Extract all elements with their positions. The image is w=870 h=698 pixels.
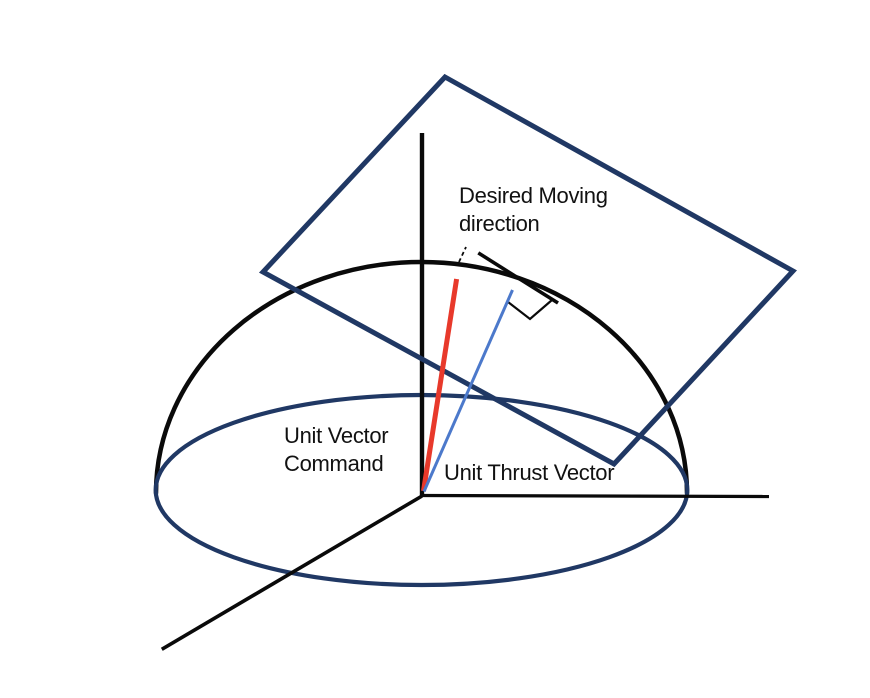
desired-moving-direction-label-line1: Desired Moving [459,183,608,208]
unit-thrust-vector-label-line1: Unit Thrust Vector [444,460,615,485]
desired-moving-direction-label: Desired Moving direction [459,182,608,238]
unit-thrust-vector-label: Unit Thrust Vector [444,459,615,487]
unit-vector-command-arrow [421,278,460,492]
tangent-plane-outline [258,73,797,468]
right-angle-marker [507,299,553,321]
projection-dashed-line [458,246,467,263]
unit-vector-command-label: Unit Vector Command [284,422,389,478]
horizontal-axis [420,493,770,499]
unit-thrust-vector-arrow [422,289,514,493]
desired-moving-direction-label-line2: direction [459,211,540,236]
unit-vector-command-label-line2: Command [284,451,384,476]
diagonal-axis [160,494,423,651]
unit-vector-command-label-line1: Unit Vector [284,423,389,448]
desired-moving-direction-arrow [477,251,559,305]
